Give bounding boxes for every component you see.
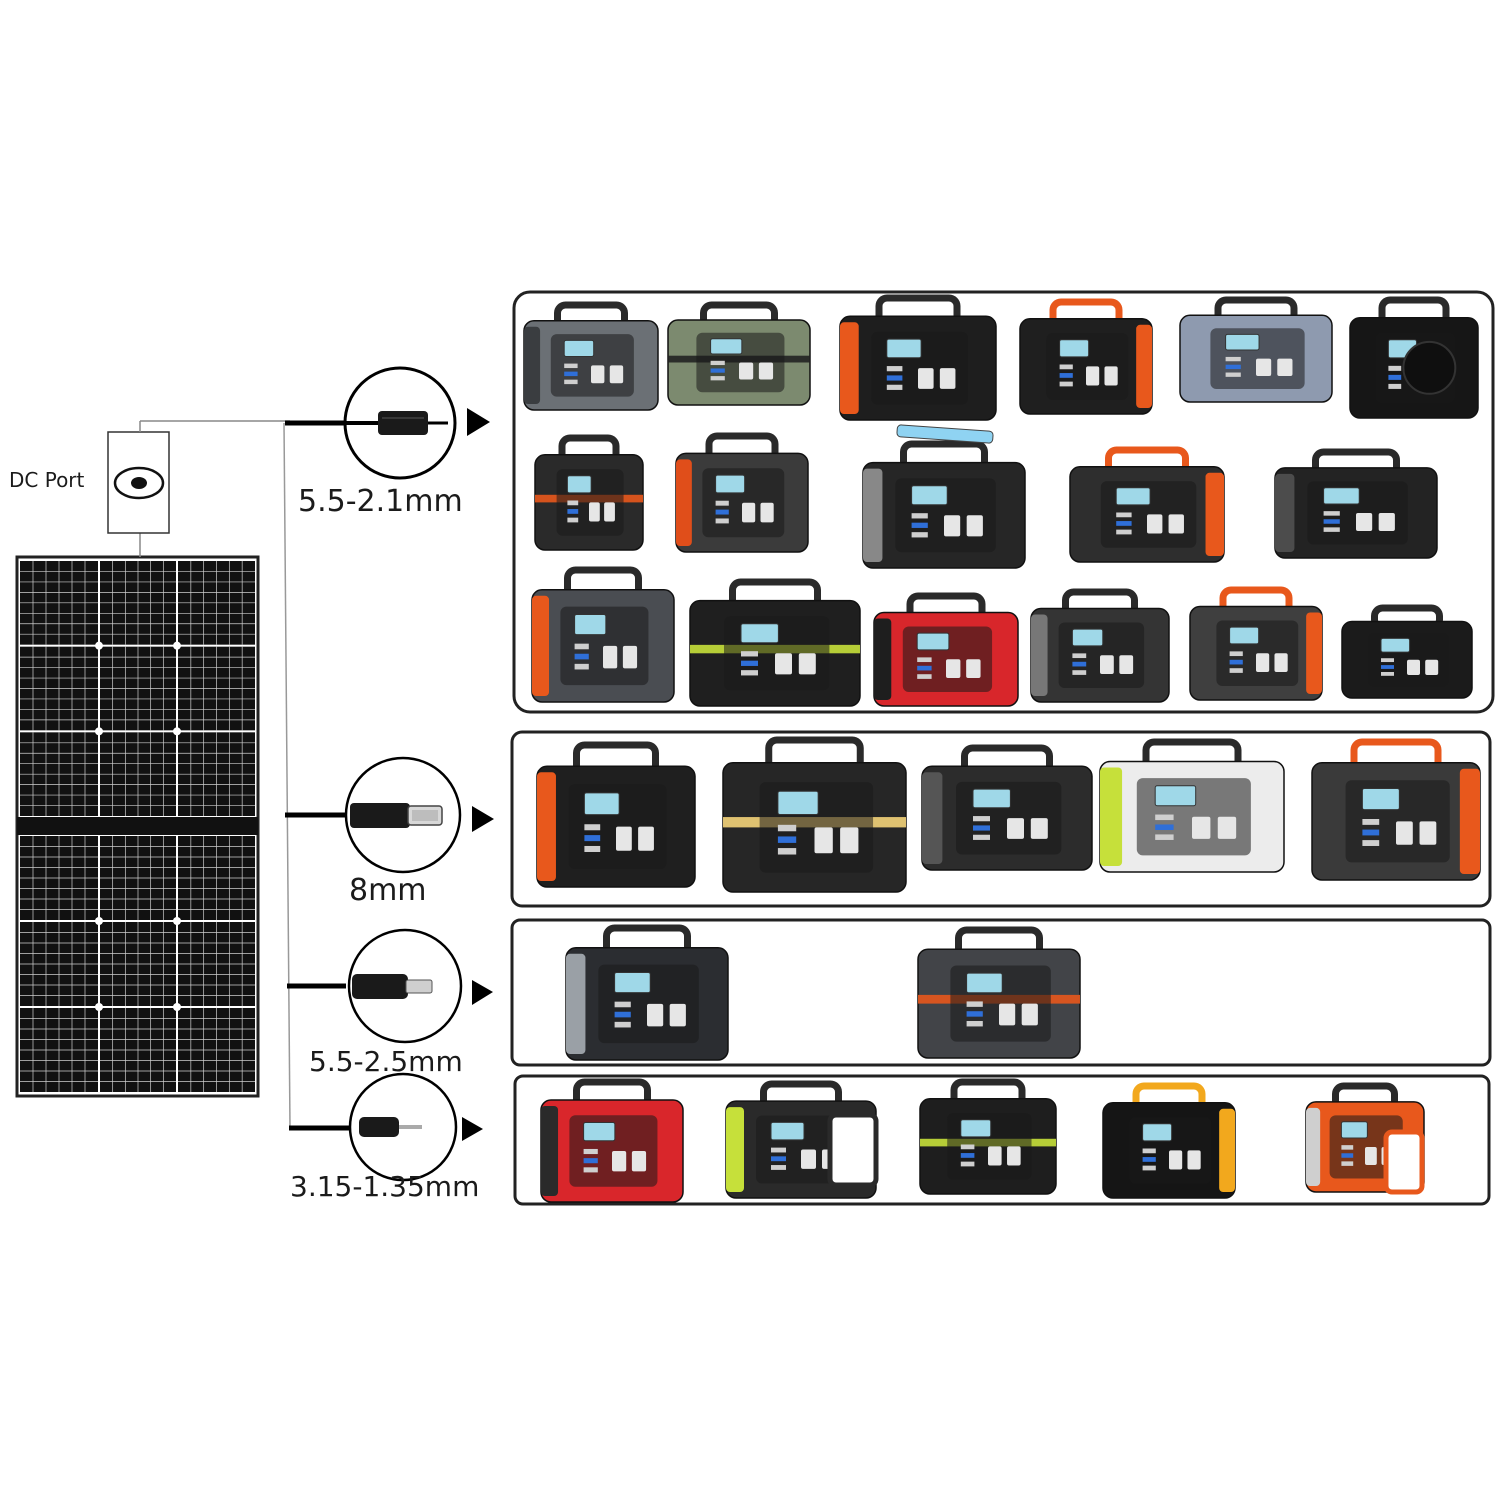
arrow-icon (462, 1117, 483, 1141)
power-station-device (1102, 1082, 1236, 1199)
connector-label: 8mm (349, 873, 427, 908)
power-station-device (1179, 296, 1333, 403)
power-station-device (917, 926, 1081, 1059)
dc-port-label: DC Port (9, 468, 85, 492)
power-station-device (1030, 588, 1170, 703)
power-station-device (1019, 298, 1153, 415)
power-station-device (862, 440, 1026, 569)
arrow-icon (472, 980, 493, 1005)
arrow-icon (467, 408, 490, 436)
connector-label: 5.5-2.1mm (298, 484, 463, 519)
dc-port: DC Port (9, 420, 290, 557)
device-group-5525 (510, 918, 1492, 1067)
panel-hinge (17, 817, 258, 835)
branch-3135: 3.15-1.35mm (289, 1072, 483, 1203)
power-station-device (534, 434, 644, 551)
connector-label: 3.15-1.35mm (290, 1170, 479, 1203)
branch-5521: 5.5-2.1mm (285, 366, 490, 519)
power-station-device (1189, 586, 1323, 701)
power-station-device (1349, 296, 1479, 419)
power-station-device (919, 1078, 1057, 1195)
power-station-device (540, 1078, 684, 1203)
phone-accessory (896, 424, 994, 444)
power-station-device (1311, 738, 1481, 881)
power-station-device (689, 578, 861, 707)
power-station-device (839, 294, 997, 421)
power-station-device (523, 301, 659, 411)
power-station-device (675, 432, 809, 553)
device-group-5521 (512, 290, 1495, 714)
lantern-accessory (827, 1112, 879, 1188)
power-station-device (1274, 448, 1438, 559)
arrow-icon (472, 806, 494, 832)
panel-cells (20, 561, 255, 1092)
power-station-device (722, 736, 907, 893)
solar-panel (15, 555, 260, 1098)
power-station-device (1341, 604, 1473, 699)
power-station-device (921, 744, 1093, 871)
power-station-device (1069, 446, 1225, 563)
device-group-3135 (513, 1074, 1491, 1206)
power-station-device (873, 592, 1019, 707)
device-group-8mm (510, 730, 1492, 908)
power-station-device (1099, 738, 1285, 873)
power-station-device (536, 741, 696, 888)
devices (523, 294, 1481, 1203)
power-station-device (667, 301, 811, 406)
power-station-device (531, 566, 675, 703)
power-station-device (565, 924, 729, 1061)
cable-trunk (283, 422, 291, 1129)
branch-8mm: 8mm (285, 756, 494, 908)
branch-5525: 5.5-2.5mm (287, 928, 493, 1078)
connector-label: 5.5-2.5mm (309, 1045, 463, 1078)
lantern-accessory (1383, 1129, 1425, 1195)
